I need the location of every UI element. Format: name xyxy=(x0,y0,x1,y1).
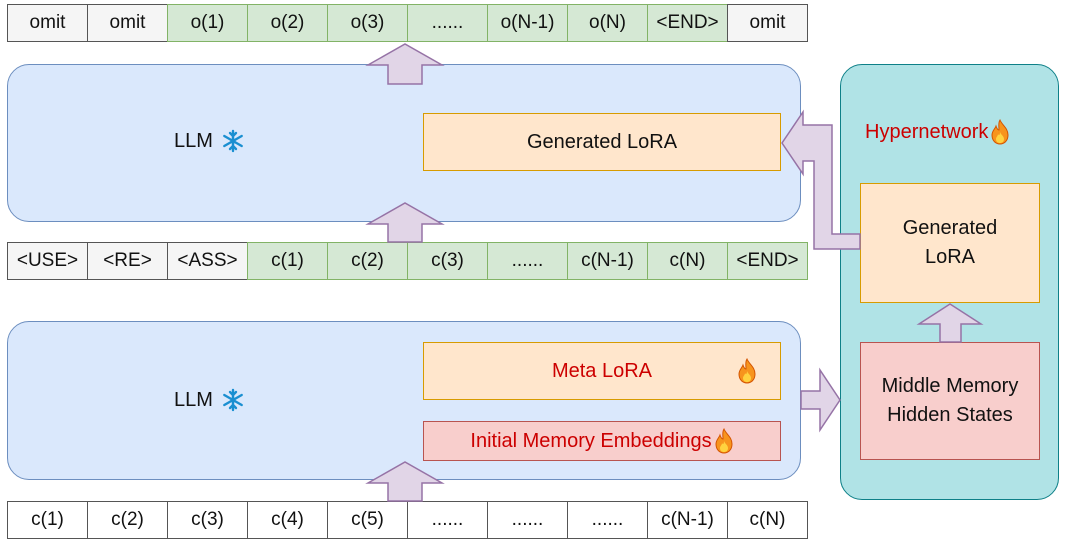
middle-token-cell: <USE> xyxy=(7,242,88,280)
fire-icon xyxy=(738,358,756,384)
output-token-cell: o(3) xyxy=(327,4,408,42)
middle-token-cell: <ASS> xyxy=(167,242,248,280)
input-token-cell: c(N) xyxy=(727,501,808,539)
output-token-cell: ...... xyxy=(407,4,488,42)
output-token-cell: omit xyxy=(7,4,88,42)
output-token-cell: o(2) xyxy=(247,4,328,42)
middle-token-cell: c(N-1) xyxy=(567,242,648,280)
initial-memory-embeddings-box: Initial Memory Embeddings xyxy=(423,421,781,461)
output-token-cell: omit xyxy=(727,4,808,42)
input-token-cell: c(N-1) xyxy=(647,501,728,539)
up-arrow-hypernetwork xyxy=(916,303,984,343)
bottom-llm-text: LLM xyxy=(174,388,213,411)
middle-token-cell: c(1) xyxy=(247,242,328,280)
snowflake-icon xyxy=(223,388,243,412)
middle-token-cell: <END> xyxy=(727,242,808,280)
hypernetwork-generated-lora-box: Generated LoRA xyxy=(860,183,1040,303)
hypernetwork-label: Hypernetwork xyxy=(865,119,1010,145)
fire-icon xyxy=(715,428,733,454)
hidden-states-line1: Middle Memory xyxy=(881,375,1019,397)
output-token-cell: o(N) xyxy=(567,4,648,42)
up-arrow-input xyxy=(365,461,445,502)
middle-token-cell: c(3) xyxy=(407,242,488,280)
generated-lora-line2: LoRA xyxy=(924,246,975,268)
middle-token-row: <USE><RE><ASS>c(1)c(2)c(3)......c(N-1)c(… xyxy=(7,242,808,280)
middle-token-cell: ...... xyxy=(487,242,568,280)
generated-lora-line1: Generated xyxy=(902,217,998,239)
middle-token-cell: <RE> xyxy=(87,242,168,280)
input-token-cell: c(1) xyxy=(7,501,88,539)
middle-memory-hidden-states-box: Middle Memory Hidden States xyxy=(860,342,1040,460)
up-arrow-middle xyxy=(365,202,445,243)
hidden-states-line2: Hidden States xyxy=(887,404,1013,426)
middle-token-cell: c(2) xyxy=(327,242,408,280)
top-generated-lora-box: Generated LoRA xyxy=(423,113,781,171)
output-token-cell: o(N-1) xyxy=(487,4,568,42)
top-generated-lora-label: Generated LoRA xyxy=(526,130,678,153)
hypernetwork-text: Hypernetwork xyxy=(865,120,989,143)
input-token-cell: c(3) xyxy=(167,501,248,539)
elbow-arrow-lora xyxy=(781,109,861,250)
fire-icon xyxy=(991,119,1009,145)
input-token-row: c(1)c(2)c(3)c(4)c(5)..................c(… xyxy=(7,501,808,539)
right-arrow-hidden xyxy=(800,367,841,433)
initial-memory-embeddings-label: Initial Memory Embeddings xyxy=(470,429,712,452)
input-token-cell: c(5) xyxy=(327,501,408,539)
output-token-cell: <END> xyxy=(647,4,728,42)
meta-lora-label: Meta LoRA xyxy=(551,359,653,382)
output-token-cell: omit xyxy=(87,4,168,42)
output-token-cell: o(1) xyxy=(167,4,248,42)
input-token-cell: ...... xyxy=(487,501,568,539)
input-token-cell: c(2) xyxy=(87,501,168,539)
input-token-cell: c(4) xyxy=(247,501,328,539)
top-llm-label: LLM xyxy=(174,129,245,153)
middle-token-cell: c(N) xyxy=(647,242,728,280)
snowflake-icon xyxy=(223,129,243,153)
up-arrow-top xyxy=(365,43,445,85)
top-llm-text: LLM xyxy=(174,129,213,152)
meta-lora-box: Meta LoRA xyxy=(423,342,781,400)
bottom-llm-label: LLM xyxy=(174,388,245,412)
